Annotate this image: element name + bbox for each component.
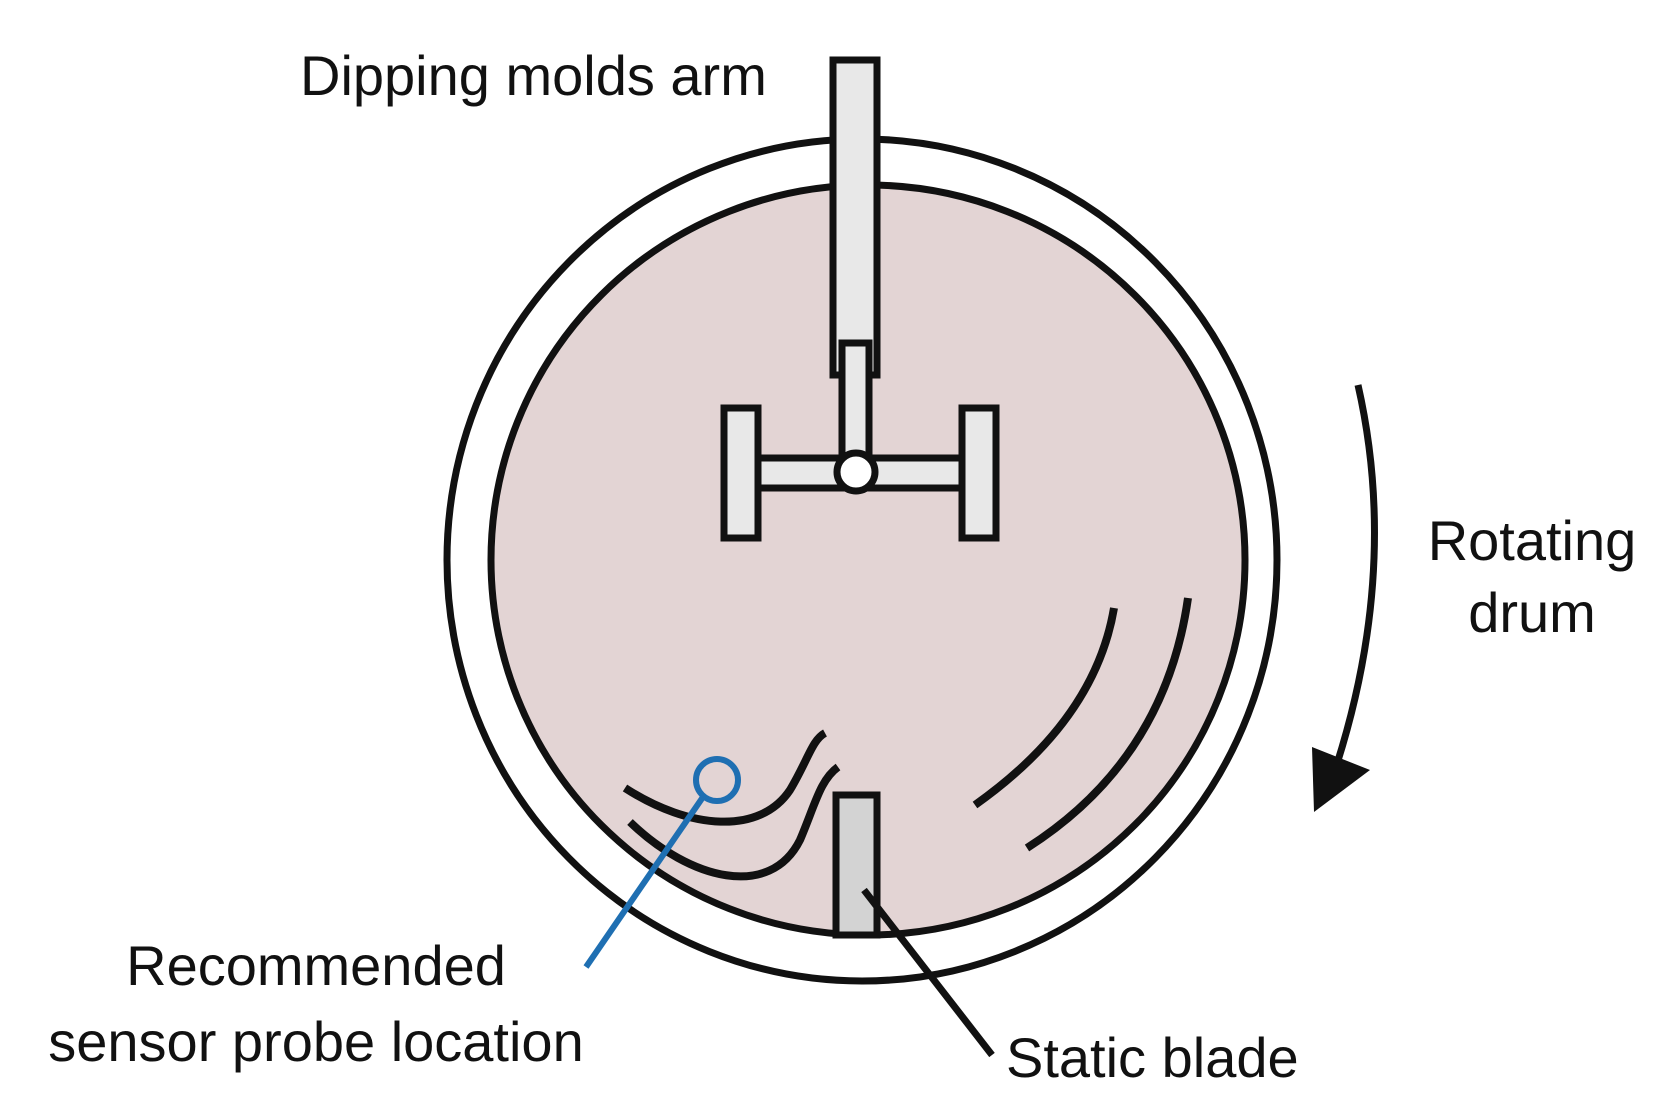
mold-left <box>720 404 762 542</box>
flow-line-left-upper <box>622 729 828 826</box>
mold-right <box>958 404 1000 542</box>
blade-leader-line <box>861 887 995 1058</box>
label-sensor-probe-location: Recommended sensor probe location <box>28 928 604 1080</box>
flow-line-left-lower <box>627 763 841 881</box>
flow-line-right-outer <box>1024 597 1192 852</box>
sensor-probe-marker <box>693 756 741 804</box>
label-dipping-molds-arm: Dipping molds arm <box>300 44 767 107</box>
rotation-arrowhead <box>1312 747 1370 812</box>
arm-upper <box>829 56 881 379</box>
sensor-leader-line <box>583 795 706 969</box>
static-blade <box>832 791 881 939</box>
arm-pivot <box>833 449 879 495</box>
label-rotating-drum-line1: Rotating <box>1427 509 1637 572</box>
label-sensor-line1: Recommended <box>126 934 506 997</box>
label-rotating-drum: Rotating drum <box>1392 505 1669 649</box>
label-sensor-line2: sensor probe location <box>48 1010 584 1073</box>
rotation-arrow-curve <box>1331 384 1378 772</box>
label-rotating-drum-line2: drum <box>1468 581 1596 644</box>
flow-line-right-inner <box>972 607 1118 809</box>
label-static-blade: Static blade <box>1006 1026 1299 1089</box>
arm-shaft <box>838 339 873 467</box>
